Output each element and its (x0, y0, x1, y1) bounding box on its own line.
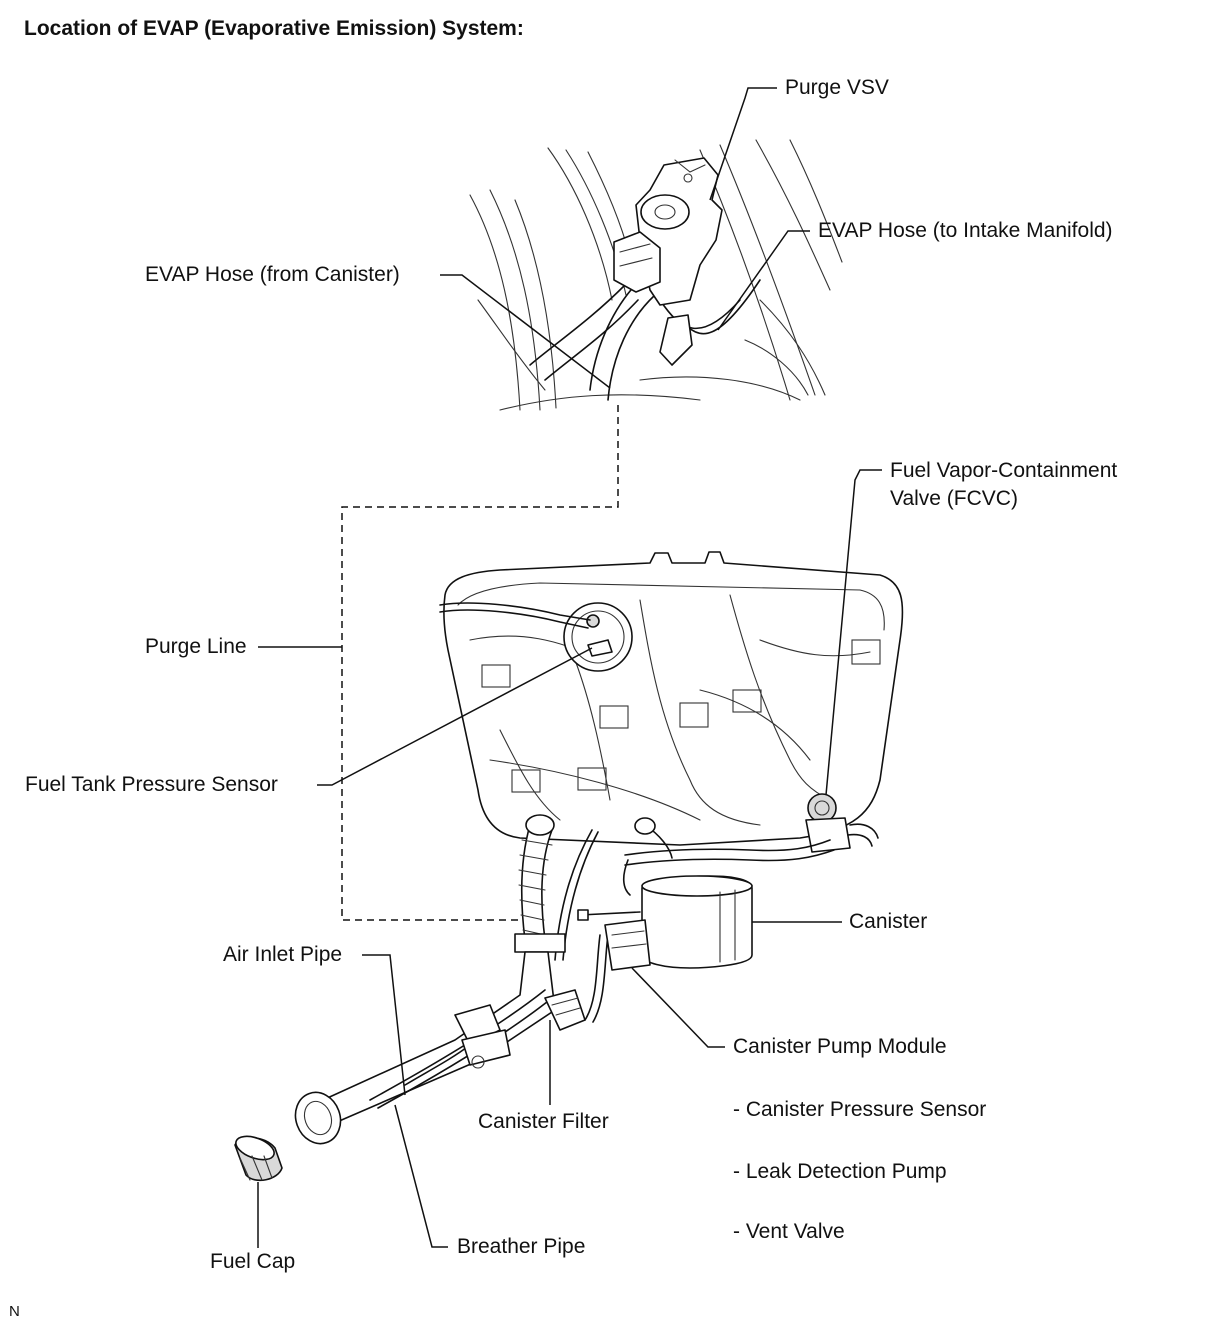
fuel-cap (234, 1135, 283, 1182)
label-fcvc-line2: Valve (FCVC) (890, 487, 1018, 510)
label-purge-line: Purge Line (145, 635, 247, 658)
label-fcvc-line1: Fuel Vapor-Containment (890, 459, 1118, 482)
label-purge-vsv: Purge VSV (785, 76, 889, 99)
label-evap-hose-canister: EVAP Hose (from Canister) (145, 263, 400, 286)
label-fuel-tank-pressure-sensor: Fuel Tank Pressure Sensor (25, 773, 278, 796)
label-evap-hose-intake: EVAP Hose (to Intake Manifold) (818, 219, 1113, 242)
label-leak-detection-pump: - Leak Detection Pump (733, 1160, 947, 1183)
label-fuel-cap: Fuel Cap (210, 1250, 296, 1273)
filler-pipe-assembly (294, 814, 609, 1145)
leader-lines (257, 87, 882, 1248)
corner-mark: N (9, 1303, 20, 1320)
label-canister-pump-module: Canister Pump Module (733, 1035, 947, 1058)
label-canister-pressure-sensor: - Canister Pressure Sensor (733, 1098, 987, 1121)
page-title: Location of EVAP (Evaporative Emission) … (24, 17, 524, 40)
label-canister: Canister (849, 910, 928, 933)
label-air-inlet-pipe: Air Inlet Pipe (223, 943, 343, 966)
engine-bay-detail (469, 139, 843, 411)
label-canister-filter: Canister Filter (478, 1110, 609, 1133)
label-vent-valve: - Vent Valve (733, 1220, 845, 1243)
label-breather-pipe: Breather Pipe (457, 1235, 586, 1258)
purge-line-route (341, 405, 619, 921)
canister (577, 875, 753, 971)
